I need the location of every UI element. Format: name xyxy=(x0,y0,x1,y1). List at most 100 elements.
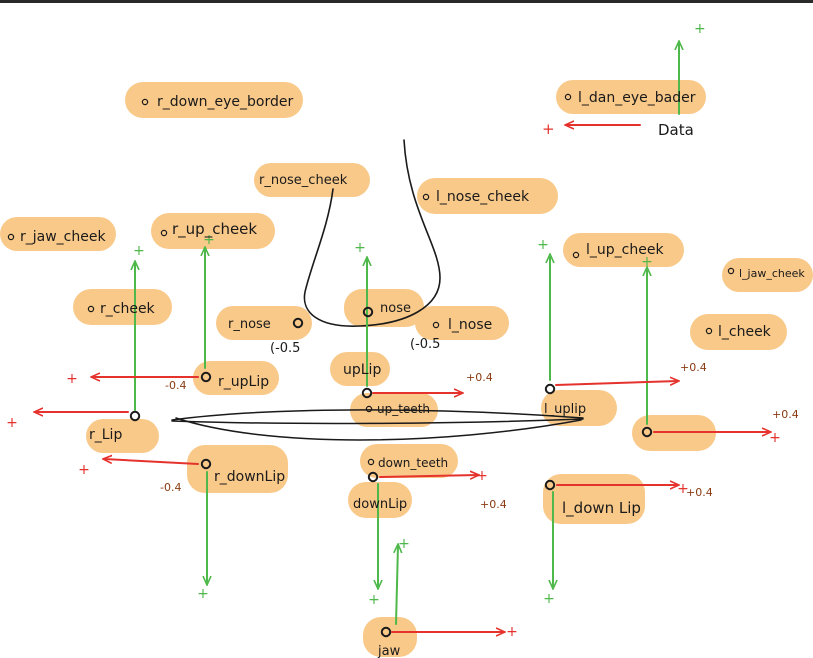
control-point-r-nose[interactable] xyxy=(292,317,304,329)
highlight-jaw xyxy=(363,617,417,657)
label-l-downlip: l_down Lip xyxy=(562,499,641,518)
label-r-nose: r_nose xyxy=(228,317,271,332)
marker-dot xyxy=(705,327,713,335)
label-l-uplip: l_uplip xyxy=(544,402,586,417)
highlight-l-jaw-cheek xyxy=(722,258,813,292)
label-downlip: downLip xyxy=(353,497,407,512)
arrow-r-downlip-left xyxy=(104,459,199,465)
legend: + Data + xyxy=(542,21,706,139)
marker-dot xyxy=(572,251,580,259)
highlight-r-jaw-cheek xyxy=(0,217,116,251)
label-uplip: upLip xyxy=(343,362,381,378)
highlight-l-cheek xyxy=(690,314,787,350)
control-point-r-downlip[interactable] xyxy=(200,458,212,470)
plus-sign: + xyxy=(133,243,145,259)
control-point-downlip[interactable] xyxy=(367,471,379,483)
value-l-downlip: +0.4 xyxy=(686,486,713,499)
label-r-downlip: r_downLip xyxy=(214,469,285,485)
control-point-l-lip[interactable] xyxy=(641,426,653,438)
legend-plus-sign: + xyxy=(542,120,555,138)
highlight-l-up-cheek xyxy=(563,233,684,267)
control-point-r-uplip[interactable] xyxy=(200,371,212,383)
plus-sign: + xyxy=(476,468,488,484)
label-nose: nose xyxy=(380,301,411,316)
plus-sign: + xyxy=(78,462,90,478)
label-r-uplip: r_upLip xyxy=(218,374,269,390)
label-r-cheek: r_cheek xyxy=(100,301,156,317)
legend-green-plus-sign: + xyxy=(694,21,706,37)
label-r-lip: r_Lip xyxy=(89,427,122,443)
highlight-r-up-cheek xyxy=(151,213,275,249)
label-up-teeth: up_teeth xyxy=(377,402,430,416)
highlight-layer xyxy=(0,80,813,657)
highlight-l-down-eye-border xyxy=(556,80,706,114)
control-point-l-downlip[interactable] xyxy=(544,479,556,491)
value-downlip: +0.4 xyxy=(480,498,507,511)
value-l-uplip: +0.4 xyxy=(680,361,707,374)
marker-dot xyxy=(432,321,440,329)
marker-dot xyxy=(7,233,15,241)
marker-dot xyxy=(564,93,572,101)
plus-sign: + xyxy=(6,415,18,431)
highlight-r-down-eye-border xyxy=(125,82,303,118)
value-r-downlip: -0.4 xyxy=(160,481,181,494)
mouth-outline xyxy=(171,409,584,441)
control-point-nose[interactable] xyxy=(362,306,374,318)
marker-dot xyxy=(727,267,735,275)
arrow-layer: ++++++++++++++++ xyxy=(6,42,781,640)
arrow-l-uplip-right xyxy=(555,381,678,386)
highlight-r-lip xyxy=(86,419,159,453)
label-l-down-eye-border: l_dan_eye_bader xyxy=(578,90,696,106)
label-r-up-cheek: r_up_cheek xyxy=(172,220,257,239)
highlight-r-uplip xyxy=(193,361,279,395)
label-l-nose-cheek: l_nose_cheek xyxy=(436,189,530,205)
range-l-nose: (-0.5 xyxy=(410,337,440,352)
marker-dot xyxy=(87,305,95,313)
label-r-down-eye-border: r_down_eye_border xyxy=(157,94,294,110)
highlight-r-downlip xyxy=(187,445,288,493)
value-r-uplip: -0.4 xyxy=(165,379,186,392)
value-l-lip: +0.4 xyxy=(772,408,799,421)
control-point-r-lip[interactable] xyxy=(129,410,141,422)
marker-dot xyxy=(141,98,149,106)
plus-sign: + xyxy=(203,232,215,248)
plus-sign: + xyxy=(677,481,689,497)
highlight-r-cheek xyxy=(73,289,172,325)
range-r-nose: (-0.5 xyxy=(270,341,300,356)
plus-sign: + xyxy=(197,586,209,602)
top-border xyxy=(0,0,813,3)
plus-sign: + xyxy=(368,592,380,608)
label-l-jaw-cheek: l_jaw_cheek xyxy=(739,267,805,280)
arrow-downlip-right xyxy=(379,475,478,477)
marker-dot xyxy=(160,229,168,237)
legend-label: Data xyxy=(658,121,694,139)
plus-sign: + xyxy=(543,591,555,607)
marker-dot xyxy=(367,458,375,466)
highlight-l-nose xyxy=(415,306,509,340)
highlight-r-nose-cheek xyxy=(254,163,370,197)
control-point-jaw[interactable] xyxy=(380,626,392,638)
marker-dot xyxy=(422,193,430,201)
arrow-jaw-up xyxy=(396,545,398,625)
label-layer: r_down_eye_border l_dan_eye_bader r_nose_c… xyxy=(7,90,805,658)
highlight-down-teeth xyxy=(360,444,458,478)
plus-sign: + xyxy=(641,254,653,270)
highlight-l-downlip xyxy=(543,474,645,524)
plus-sign: + xyxy=(506,624,518,640)
highlight-l-nose-cheek xyxy=(417,178,558,214)
marker-dot xyxy=(365,405,373,413)
label-l-up-cheek: l_up_cheek xyxy=(586,242,664,258)
label-l-nose: l_nose xyxy=(448,317,492,333)
control-point-uplip[interactable] xyxy=(361,387,373,399)
highlight-uplip xyxy=(330,352,390,386)
plus-sign: + xyxy=(769,430,781,446)
highlight-r-nose xyxy=(216,306,312,340)
plus-sign: + xyxy=(66,371,78,387)
label-down-teeth: down_teeth xyxy=(378,456,448,470)
control-point-l-uplip[interactable] xyxy=(544,383,556,395)
highlight-downlip xyxy=(348,482,412,518)
plus-sign: + xyxy=(537,237,549,253)
label-r-nose-cheek: r_nose_cheek xyxy=(259,173,348,188)
label-jaw: jaw xyxy=(377,644,401,658)
